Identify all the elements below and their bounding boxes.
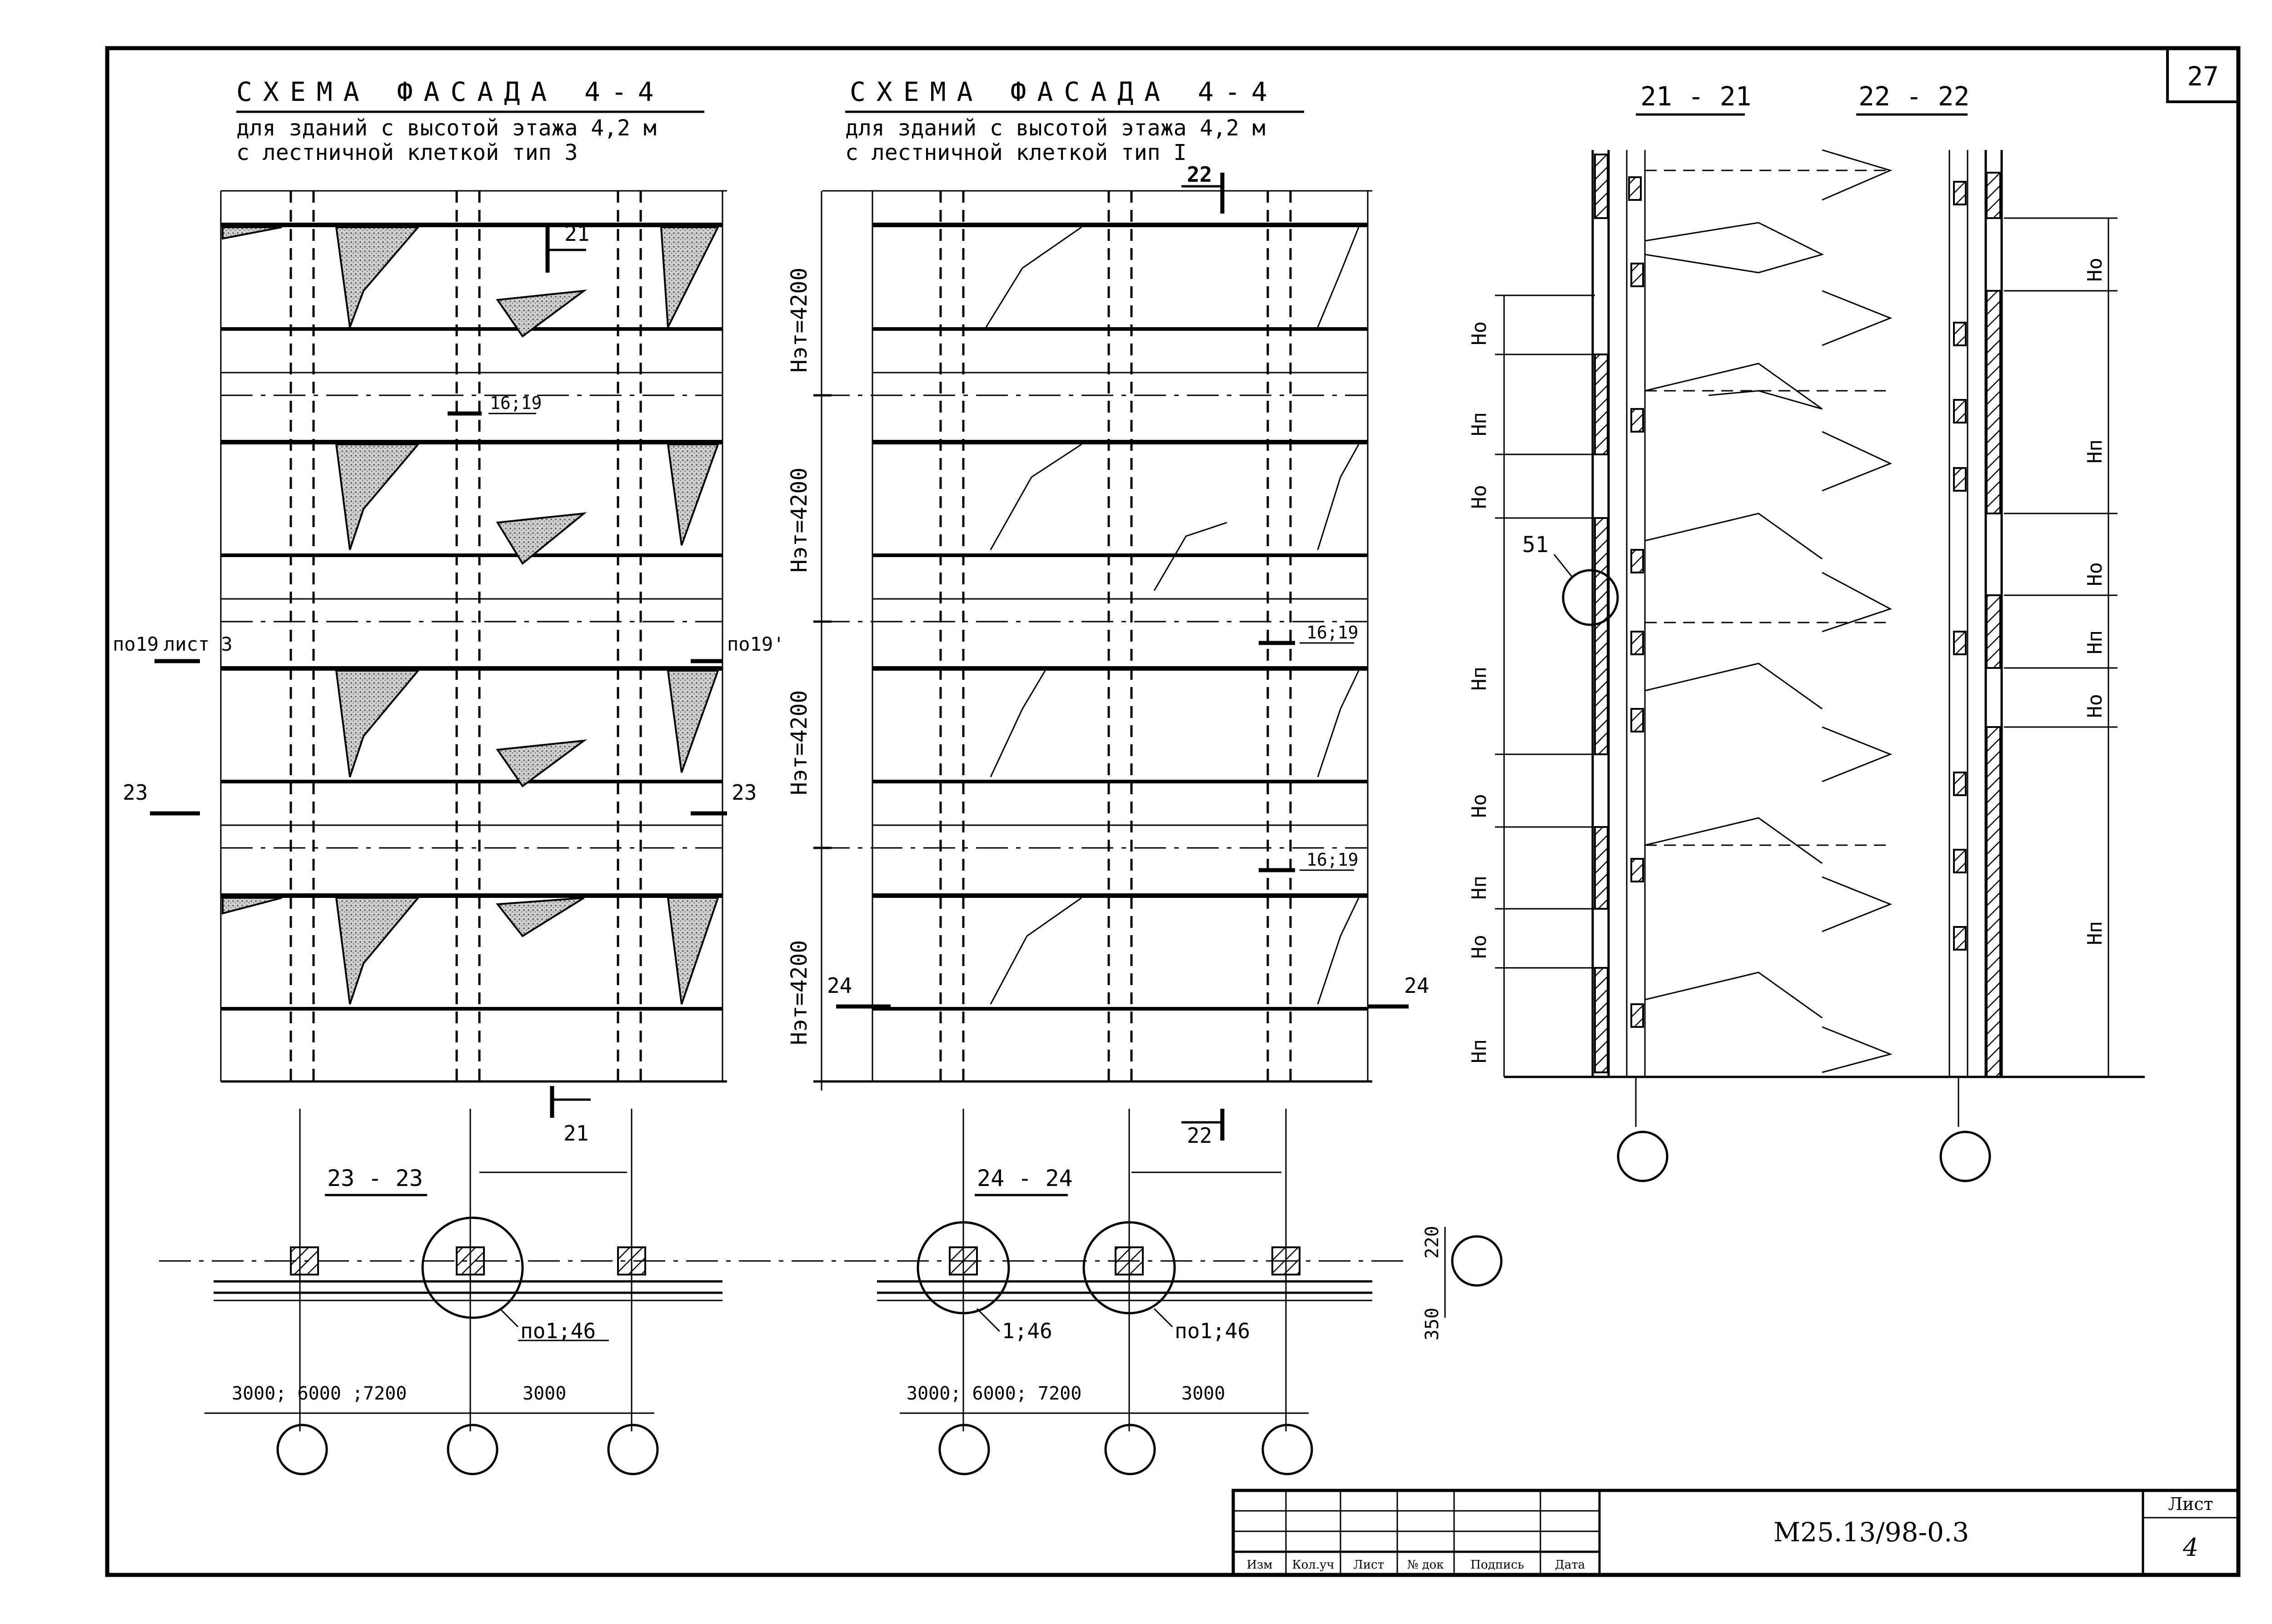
tb-col-izm: Изм — [1246, 1558, 1272, 1572]
middle-height-2: Нэт=4200 — [787, 468, 812, 573]
middle-callout-22-bottom: 22 — [1187, 1123, 1212, 1148]
right-sections-view: 21 - 21 22 - 22 — [1468, 81, 2145, 1182]
right-callout-51: 51 — [1522, 532, 1549, 558]
middle-columns — [939, 191, 1292, 1081]
middle-plan-callout-a: 1;46 — [1002, 1319, 1052, 1343]
left-dim-spans: 3000; 6000 ;7200 — [232, 1383, 407, 1404]
sheet-label: Лист — [2168, 1494, 2213, 1514]
sheet-number-box: 27 — [2166, 47, 2240, 103]
right-dim-hn-1: Нп — [2083, 439, 2107, 463]
left-dim-3000: 3000 — [523, 1383, 566, 1404]
middle-callout-16-19-a: 16;19 — [1306, 623, 1358, 643]
left-dim-ho-3: Но — [1468, 794, 1491, 818]
right-dim-ho-2: Но — [2083, 562, 2107, 586]
left-title: СХЕМА ФАСАДА 4-4 — [236, 76, 665, 107]
left-callout-21-top: 21 — [564, 221, 589, 246]
middle-callout-24-left: 24 — [827, 973, 852, 998]
sheet-frame — [105, 46, 2241, 1577]
left-dim-ho-4: Но — [1468, 935, 1491, 959]
drawing-code: М25.13/98-0.3 — [1774, 1517, 1969, 1548]
tb-col-podpis: Подпись — [1470, 1558, 1524, 1572]
left-plan-callout: по1;46 — [520, 1319, 596, 1343]
left-dim-350: 350 — [1422, 1308, 1443, 1340]
section-21-dims: Но Нп Но Нп Но Нп Но Нп — [1468, 294, 1595, 1077]
middle-dim-3000: 3000 — [1181, 1383, 1225, 1404]
left-callout-po19: по19 — [113, 633, 159, 655]
left-callout-list3: лист 3 — [164, 633, 233, 655]
left-dim-hn-4: Нп — [1468, 1039, 1491, 1063]
right-dim-ho-3: Но — [2083, 694, 2107, 718]
section-21-wall: 51 — [1504, 150, 2145, 1182]
tb-col-kol: Кол.уч — [1292, 1558, 1334, 1572]
tb-col-ndok: № док — [1407, 1558, 1444, 1572]
left-dim-ho-1: Но — [1468, 321, 1491, 345]
middle-dim-spans: 3000; 6000; 7200 — [907, 1383, 1081, 1404]
middle-callout-22-top: 22 — [1187, 162, 1212, 187]
sheet-number: 27 — [2187, 61, 2219, 92]
left-subtitle-2: с лестничной клеткой тип 3 — [236, 140, 578, 165]
left-dim-220: 220 — [1422, 1226, 1443, 1259]
middle-subtitle-2: с лестничной клеткой тип I — [845, 140, 1186, 165]
left-subtitle-1: для зданий с высотой этажа 4,2 м — [236, 115, 657, 141]
right-dim-hn-2: Нп — [2083, 630, 2107, 654]
sheet-value: 4 — [2182, 1533, 2198, 1562]
middle-height-1: Нэт=4200 — [787, 268, 812, 373]
middle-height-4: Нэт=4200 — [787, 940, 812, 1045]
tb-col-list: Лист — [1353, 1558, 1384, 1572]
middle-plan-24: 24 - 24 1;46 по1;46 3000; 6000; 7200 300… — [877, 1109, 1503, 1475]
left-callout-21-bottom: 21 — [563, 1121, 588, 1146]
left-plan-23: 23 - 23 по1;46 3000; 6000 ;7200 3000 — [159, 1109, 1409, 1475]
left-facade-view: СХЕМА ФАСАДА 4-4 для зданий с высотой эт… — [113, 76, 1409, 1475]
left-dim-hn-2: Нп — [1468, 667, 1491, 691]
tb-col-data: Дата — [1555, 1558, 1585, 1572]
left-dim-hn-1: Нп — [1468, 412, 1491, 436]
section-stair-flights — [1644, 149, 1893, 1073]
left-floor-bands — [221, 223, 722, 1011]
middle-floor-bands — [818, 223, 1368, 1011]
section-title-21: 21 - 21 — [1640, 81, 1751, 112]
left-plan-title: 23 - 23 — [327, 1165, 423, 1191]
left-dim-hn-3: Нп — [1468, 876, 1491, 900]
section-22-dims: Но Нп Но Нп Но Нп — [2004, 217, 2118, 1077]
left-columns — [289, 191, 642, 1081]
left-callout-23-right: 23 — [732, 780, 757, 805]
section-22-wall — [1939, 150, 2003, 1182]
middle-plan-callout-b: по1;46 — [1175, 1319, 1250, 1343]
left-callout-23-left: 23 — [123, 780, 148, 805]
middle-floor-height-dims: Нэт=4200 Нэт=4200 Нэт=4200 Нэт=4200 — [787, 191, 832, 1091]
middle-callouts: 22 22 16;19 16;19 24 24 — [827, 162, 1429, 1148]
section-title-22: 22 - 22 — [1858, 81, 1969, 112]
left-callout-po19-prime: по19' — [727, 633, 784, 655]
right-dim-hn-3: Нп — [2083, 921, 2107, 945]
middle-subtitle-1: для зданий с высотой этажа 4,2 м — [845, 115, 1266, 141]
title-block: Изм Кол.уч Лист № док Подпись Дата М25.1… — [1231, 1489, 2240, 1577]
middle-facade-view: СХЕМА ФАСАДА 4-4 для зданий с высотой эт… — [787, 76, 1503, 1475]
right-dim-ho-1: Но — [2083, 258, 2107, 282]
middle-height-3: Нэт=4200 — [787, 690, 812, 795]
middle-stair-flights — [985, 226, 1360, 1005]
left-stair-flights — [222, 226, 720, 1005]
left-dim-ho-2: Но — [1468, 485, 1491, 509]
middle-callout-16-19-b: 16;19 — [1306, 850, 1358, 870]
middle-title: СХЕМА ФАСАДА 4-4 — [850, 76, 1278, 107]
middle-plan-title: 24 - 24 — [977, 1165, 1073, 1191]
left-callout-16-19: 16;19 — [490, 393, 542, 413]
left-callouts: 21 21 16;19 по19 лист 3 по19' 23 23 — [113, 221, 784, 1146]
middle-callout-24-right: 24 — [1404, 973, 1429, 998]
